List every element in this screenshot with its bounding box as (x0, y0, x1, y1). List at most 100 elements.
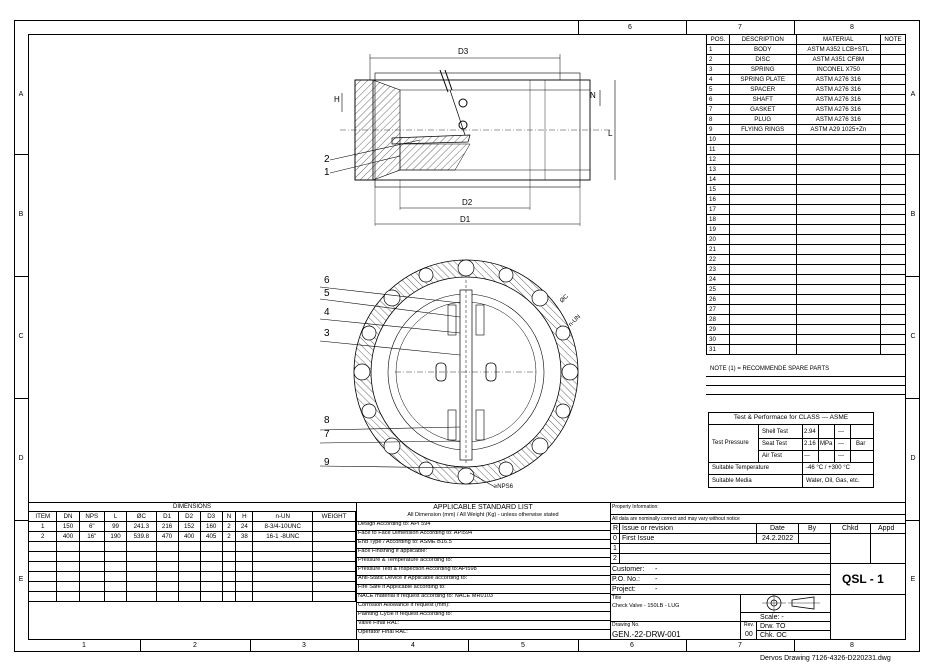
parts-row: 21 (706, 244, 906, 255)
rev-header-appd: Appd (878, 525, 895, 532)
parts-material (795, 324, 882, 335)
parts-note (880, 204, 906, 215)
parts-material: ASTM A276 316 (795, 104, 882, 115)
parts-description (728, 314, 797, 325)
parts-material (795, 134, 882, 145)
parts-description (728, 184, 797, 195)
dim-d3-label: D3 (458, 47, 469, 56)
parts-note (880, 114, 906, 125)
col-note: NOTE (880, 34, 906, 45)
parts-row: 11 (706, 144, 906, 155)
parts-description: PLUG (728, 114, 797, 125)
dim-h-label: H (334, 95, 340, 104)
parts-description: GASKET (728, 104, 797, 115)
project-label: Project: (612, 586, 636, 593)
dim-cell: 1 (27, 521, 58, 532)
rev-header-date: Date (770, 525, 785, 532)
dimensions-empty-row (27, 561, 356, 572)
parts-note (880, 84, 906, 95)
dimensions-empty-row (27, 591, 356, 602)
rev-header-by: By (808, 525, 817, 532)
customer-label: Customer: (612, 566, 645, 573)
rev-row-0-date: 24.2.2022 (762, 535, 794, 542)
parts-note (880, 324, 906, 335)
shell-test-dash: --- (838, 429, 844, 435)
parts-pos: 26 (706, 294, 730, 305)
parts-description: FLYING RINGS (728, 124, 797, 135)
dimensions-empty-row (27, 551, 356, 562)
dim-header-cell: DN (56, 511, 80, 522)
dim-cell: 150 (56, 521, 80, 532)
parts-note (880, 94, 906, 105)
rev-row-1-r: 1 (613, 545, 617, 552)
zone-bottom-2: 2 (193, 642, 197, 649)
parts-description (728, 344, 797, 355)
dim-header-cell: WEIGHT (312, 511, 356, 522)
drawing-no-label: Drawing No. (612, 622, 640, 628)
shell-test-value: 2.94 (804, 429, 816, 435)
parts-material (795, 254, 882, 265)
zone-right-C: C (910, 333, 916, 340)
parts-material (795, 314, 882, 325)
parts-row: 16 (706, 194, 906, 205)
parts-material (795, 334, 882, 345)
callout-6: 6 (324, 275, 330, 286)
parts-description (728, 144, 797, 155)
zone-bottom-4: 4 (411, 642, 415, 649)
callout-1: 1 (324, 167, 330, 178)
parts-row: 25 (706, 284, 906, 295)
parts-material: ASTM A352 LCB+STL (795, 44, 882, 55)
parts-pos: 15 (706, 184, 730, 195)
parts-material (795, 264, 882, 275)
section-view-drawing (330, 54, 616, 226)
rev-header-chkd: Chkd (842, 525, 859, 532)
parts-row: 18 (706, 214, 906, 225)
parts-description: SHAFT (728, 94, 797, 105)
dim-cell: 16-1 -8UNC (252, 531, 314, 542)
zone-bottom-7: 7 (738, 642, 742, 649)
parts-description (728, 294, 797, 305)
standard-line: Painting Cycle if request According to: (358, 611, 453, 617)
parts-description (728, 244, 797, 255)
dim-d1-label: D1 (460, 215, 471, 224)
dim-l-label: L (608, 129, 613, 138)
parts-material (795, 154, 882, 165)
standard-line: NACE material if request according to: N… (358, 593, 493, 599)
dim-header-cell: ITEM (27, 511, 58, 522)
parts-note (880, 174, 906, 185)
col-pos: POS. (706, 34, 730, 45)
dim-header-cell: D3 (199, 511, 223, 522)
parts-note (880, 214, 906, 225)
parts-description: DISC (728, 54, 797, 65)
standard-line: Anti-Static Device if Applicable accordi… (358, 575, 468, 581)
parts-row: 17 (706, 204, 906, 215)
zone-right-D: D (910, 455, 916, 462)
zone-left-A: A (18, 91, 24, 98)
parts-row: 20 (706, 234, 906, 245)
temp-label: Suitable Temperature (712, 465, 769, 471)
air-test-label: Air Test (762, 453, 782, 459)
media-label: Suitable Media (712, 478, 752, 484)
parts-material: ASTM A276 316 (795, 114, 882, 125)
zone-right-B: B (910, 211, 916, 218)
parts-material (795, 284, 882, 295)
parts-description (728, 204, 797, 215)
col-description: DESCRIPTION (728, 34, 797, 45)
standard-line: Fire Safe if Applicable according to: (358, 584, 446, 590)
projection-symbol-icon (762, 594, 820, 612)
col-material: MATERIAL (795, 34, 882, 45)
zone-right-A: A (910, 91, 916, 98)
front-view-drawing (320, 259, 579, 488)
parts-pos: 10 (706, 134, 730, 145)
dim-cell: 470 (155, 531, 179, 542)
parts-table-header: POS. DESCRIPTION MATERIAL NOTE (706, 34, 906, 45)
dim-cell: 539.8 (126, 531, 157, 542)
zone-right-E: E (910, 576, 916, 583)
parts-description (728, 164, 797, 175)
dim-cell: 400 (56, 531, 80, 542)
parts-description: SPRING PLATE (728, 74, 797, 85)
